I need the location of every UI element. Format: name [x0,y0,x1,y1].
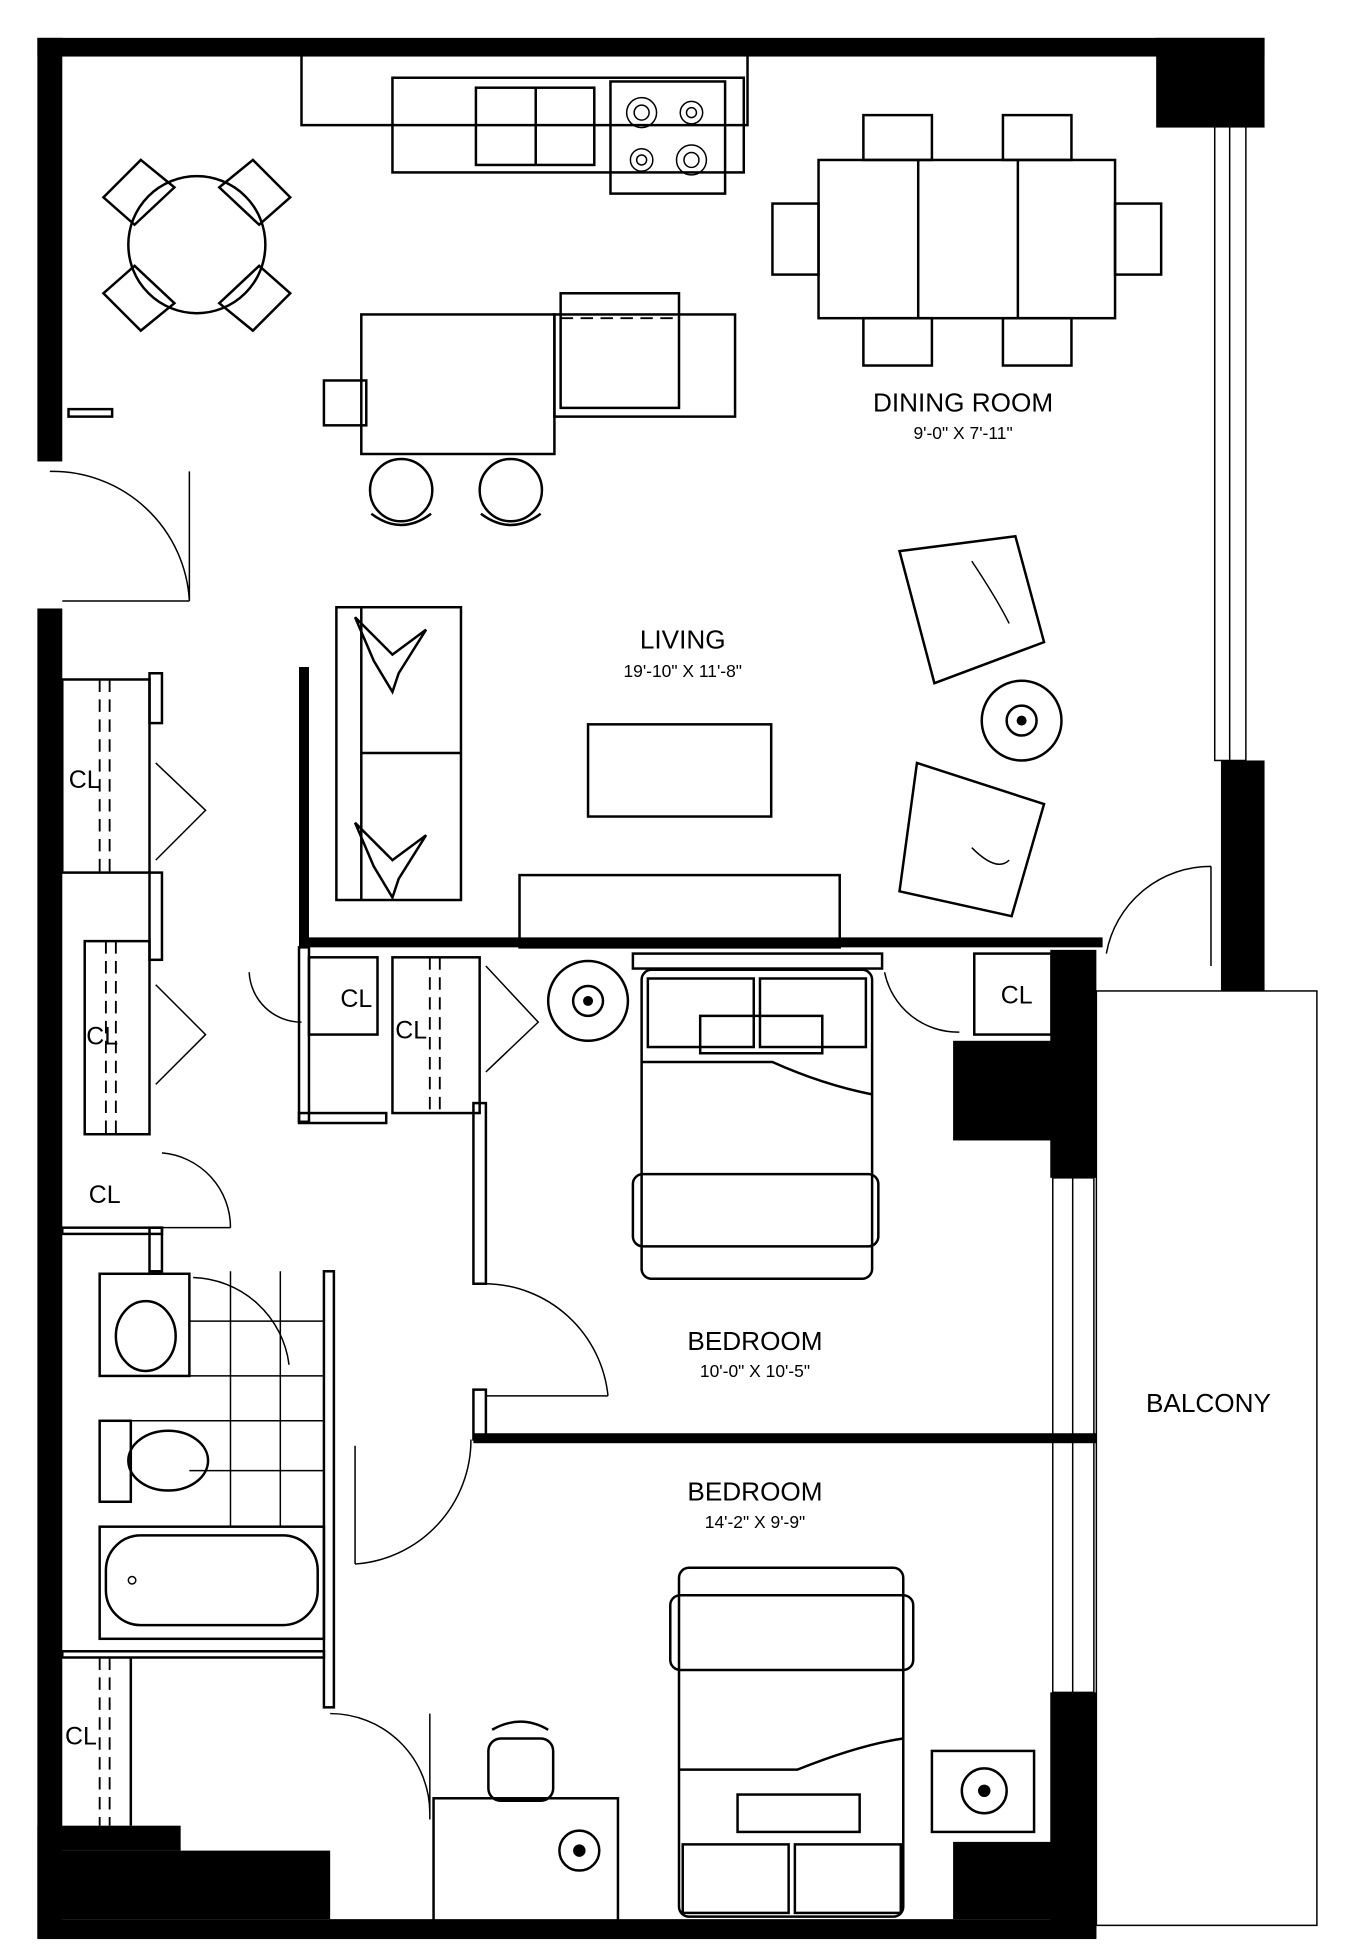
living-furniture [335,534,1063,949]
closet-label: CL [89,1181,121,1209]
kitchen [300,56,749,527]
toilet [98,1419,133,1504]
living-label: LIVING [640,624,726,654]
living-size: 19'-10" X 11'-8" [623,661,742,681]
armchair [898,761,1046,918]
dining-room-size: 9'-0" X 7'-11" [913,423,1012,443]
desk-chair [487,1737,555,1803]
armchair [897,534,1046,685]
stove [609,80,727,195]
nightstand [930,1749,1036,1834]
bedroom1-furniture [546,952,884,1281]
round-table [101,158,293,333]
balcony-outline [1095,990,1318,1927]
walls [37,37,1265,1940]
closet-label: CL [395,1016,427,1044]
bedroom2-label: BEDROOM [687,1477,822,1507]
bed [677,1566,905,1918]
bedroom2-size: 14'-2" X 9'-9" [705,1512,805,1532]
closet-label: CL [340,985,372,1013]
bedroom1-label: BEDROOM [687,1326,822,1356]
side-table [980,679,1063,762]
balcony-label: BALCONY [1146,1388,1271,1418]
bedroom2-furniture [432,1566,1036,1925]
dining-table [771,113,1163,367]
closet-label: CL [69,766,101,794]
bedroom1-size: 10'-0" X 10'-5" [700,1361,810,1381]
closet-label: CL [65,1723,97,1751]
island [360,313,556,456]
dishwasher [559,292,681,410]
dining-room-label: DINING ROOM [873,388,1053,418]
windows [1052,124,1318,1927]
bathroom [98,1271,326,1641]
coffee-table [586,723,773,818]
doors [49,470,1212,1820]
bed [640,968,874,1281]
closet-label: CL [86,1023,118,1051]
sink [98,1272,191,1378]
closet-label: CL [1001,981,1033,1009]
tv-console [518,873,841,949]
nightstand [546,959,630,1043]
desk [432,1797,620,1925]
bathtub [98,1525,326,1641]
closets [61,678,1053,1826]
